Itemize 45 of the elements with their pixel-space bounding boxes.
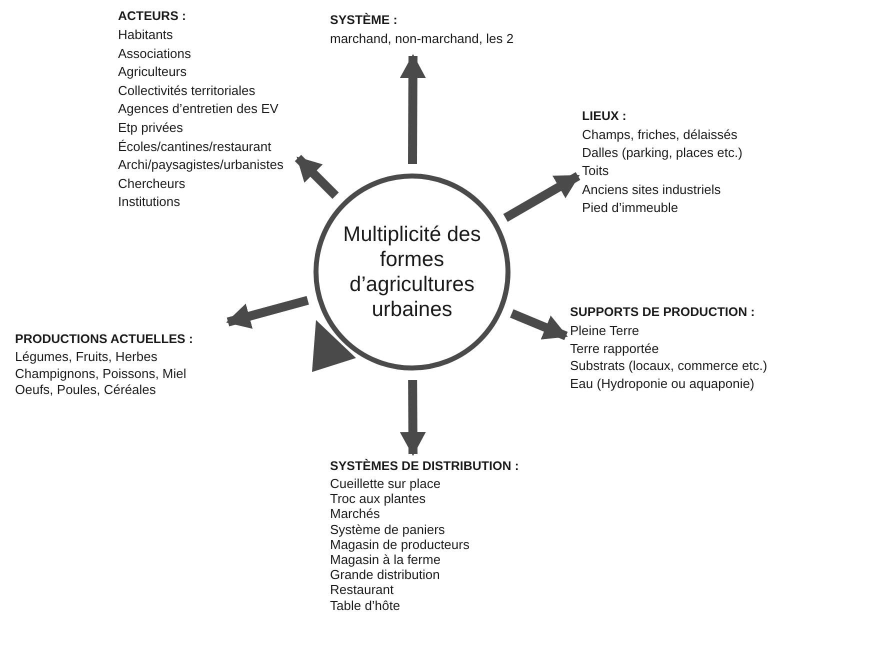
center-title: Multiplicité des formes d’agricultures urbaines <box>342 222 482 322</box>
list-item: Cueillette sur place <box>330 476 442 492</box>
category-heading: SYSTÈME : <box>330 12 398 28</box>
list-item: Magasin de producteurs <box>330 536 470 552</box>
list-item: Système de paniers <box>330 522 446 537</box>
list-item: Institutions <box>118 193 182 212</box>
list-item: Substrats (locaux, commerce etc.) <box>570 357 768 374</box>
arrow <box>400 380 426 456</box>
list-item: Champs, friches, délaissés <box>582 126 738 144</box>
list-item: Habitants <box>118 26 174 44</box>
arrow <box>400 54 426 164</box>
list-item: Toits <box>582 162 610 180</box>
list-item: Pied d’immeuble <box>582 198 680 217</box>
arrow <box>503 172 580 222</box>
list-item: Anciens sites industriels <box>582 180 722 199</box>
arrow <box>226 296 309 329</box>
list-item: Eau (Hydroponie ou aquaponie) <box>570 374 756 392</box>
list-item: Oeufs, Poules, Céréales <box>15 382 157 398</box>
arrow <box>510 309 568 340</box>
list-item: Archi/paysagistes/urbanistes <box>118 156 284 174</box>
list-item: Dalles (parking, places etc.) <box>582 144 744 162</box>
list-item: marchand, non-marchand, les 2 <box>330 30 515 48</box>
category-heading: SYSTÈMES DE DISTRIBUTION : <box>330 458 520 474</box>
list-item: Magasin à la ferme <box>330 552 442 568</box>
list-item: Restaurant <box>330 582 395 598</box>
list-item: Marchés <box>330 506 381 522</box>
list-item: Associations <box>118 44 192 63</box>
list-item: Légumes, Fruits, Herbes <box>15 349 158 366</box>
list-item: Etp privées <box>118 118 184 137</box>
category-heading: SUPPORTS DE PRODUCTION : <box>570 304 756 320</box>
list-item: Troc aux plantes <box>330 491 427 506</box>
list-item: Écoles/cantines/restaurant <box>118 138 272 156</box>
category-heading: LIEUX : <box>582 108 628 124</box>
list-item: Pleine Terre <box>570 322 640 340</box>
list-item: Grande distribution <box>330 567 441 582</box>
list-item: Agences d’entretien des EV <box>118 100 280 118</box>
category-heading: ACTEURS : <box>118 8 188 24</box>
list-item: Champignons, Poissons, Miel <box>15 366 188 382</box>
list-item: Table d’hôte <box>330 598 402 613</box>
list-item: Terre rapportée <box>570 340 660 357</box>
list-item: Collectivités territoriales <box>118 82 256 100</box>
arrow <box>294 154 339 199</box>
list-item: Chercheurs <box>118 174 186 193</box>
category-heading: PRODUCTIONS ACTUELLES : <box>15 331 194 347</box>
list-item: Agriculteurs <box>118 63 188 82</box>
